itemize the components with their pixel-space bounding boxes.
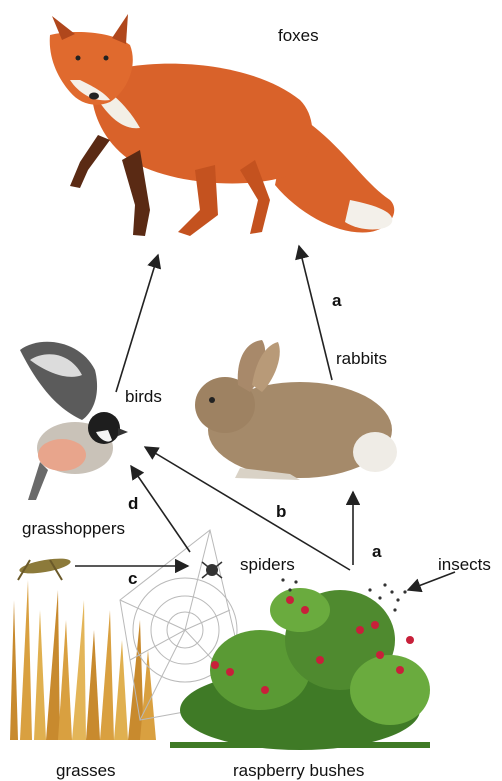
label-birds: birds	[125, 388, 162, 405]
arrow-rabbits-to-foxes	[299, 246, 332, 380]
label-grasshoppers: grasshoppers	[22, 520, 125, 537]
bird-illustration	[20, 342, 128, 500]
tag-spiders-to-birds: d	[128, 495, 138, 512]
tag-grasshoppers-to-spiders: c	[128, 570, 137, 587]
label-rabbits: rabbits	[336, 350, 387, 367]
label-insects: insects	[438, 556, 491, 573]
raspberry-bushes-illustration	[170, 588, 430, 750]
fox-illustration	[50, 14, 395, 236]
grasshopper-illustration	[18, 556, 72, 580]
arrow-spiders-to-birds	[131, 466, 190, 552]
tag-insects-to-birds: b	[276, 503, 286, 520]
grasses-illustration	[10, 580, 156, 740]
label-raspberry-bushes: raspberry bushes	[233, 762, 364, 779]
label-grasses: grasses	[56, 762, 116, 779]
arrow-insects-label-pointer	[408, 572, 455, 590]
arrow-birds-to-foxes	[116, 255, 158, 392]
label-foxes: foxes	[278, 27, 319, 44]
tag-rabbits-to-foxes: a	[332, 292, 341, 309]
label-spiders: spiders	[240, 556, 295, 573]
tag-bushes-to-rabbits: a	[372, 543, 381, 560]
